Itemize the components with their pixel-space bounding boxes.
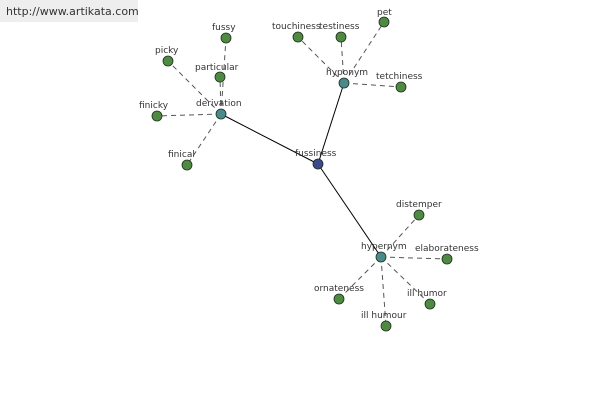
node-distemper[interactable] <box>413 209 425 221</box>
node-elaborateness[interactable] <box>441 253 453 265</box>
label-pet[interactable]: pet <box>377 8 392 18</box>
edge-hypernym-ornateness <box>338 256 382 300</box>
label-picky[interactable]: picky <box>155 46 179 56</box>
node-testiness[interactable] <box>335 31 347 43</box>
label-ill-humour[interactable]: ill humour <box>361 311 407 321</box>
source-banner: http://www.artikata.com <box>0 0 139 22</box>
edge-hypernym-distemper <box>380 214 420 258</box>
label-fussy[interactable]: fussy <box>212 23 236 33</box>
label-distemper[interactable]: distemper <box>396 200 442 210</box>
label-finical[interactable]: finical <box>168 150 195 160</box>
label-derivation[interactable]: derivation <box>196 99 242 109</box>
edge-fussiness-hyponym <box>317 82 345 165</box>
edge-hyponym-touchiness <box>297 36 345 84</box>
graph-labels: fussiness derivation hyponym hypernym fussy p… <box>139 8 479 321</box>
edge-derivation-finicky <box>156 113 222 117</box>
edge-hypernym-ill-humor <box>380 256 431 305</box>
node-touchiness[interactable] <box>292 31 304 43</box>
label-hyponym[interactable]: hyponym <box>326 68 368 78</box>
node-fussiness[interactable] <box>312 158 324 170</box>
node-derivation[interactable] <box>215 108 227 120</box>
node-hyponym[interactable] <box>338 77 350 89</box>
edge-hypernym-ill-humour <box>380 256 387 327</box>
edge-derivation-particular <box>219 76 222 115</box>
edge-fussiness-hypernym <box>317 163 382 258</box>
node-ill-humor[interactable] <box>424 298 436 310</box>
node-finicky[interactable] <box>151 110 163 122</box>
node-ornateness[interactable] <box>333 293 345 305</box>
label-ornateness[interactable]: ornateness <box>314 284 364 294</box>
node-fussy[interactable] <box>220 32 232 44</box>
label-fussiness[interactable]: fussiness <box>295 149 337 159</box>
node-particular[interactable] <box>214 71 226 83</box>
node-pet[interactable] <box>378 16 390 28</box>
edge-fussiness-derivation <box>220 113 319 165</box>
edge-derivation-finical <box>186 113 222 166</box>
edge-hypernym-elaborateness <box>380 256 448 260</box>
node-ill-humour[interactable] <box>380 320 392 332</box>
edge-hyponym-tetchiness <box>343 82 402 88</box>
label-touchiness[interactable]: touchiness <box>272 22 321 32</box>
graph-edges <box>156 21 448 327</box>
label-ill-humor[interactable]: ill humor <box>407 289 447 299</box>
node-hypernym[interactable] <box>375 251 387 263</box>
node-tetchiness[interactable] <box>395 81 407 93</box>
edge-hyponym-pet <box>343 21 385 84</box>
edge-derivation-picky <box>167 60 222 115</box>
node-picky[interactable] <box>162 55 174 67</box>
label-hypernym[interactable]: hypernym <box>361 242 407 252</box>
label-testiness[interactable]: testiness <box>319 22 360 32</box>
label-elaborateness[interactable]: elaborateness <box>415 244 479 254</box>
label-finicky[interactable]: finicky <box>139 101 169 111</box>
label-tetchiness[interactable]: tetchiness <box>376 72 423 82</box>
node-finical[interactable] <box>181 159 193 171</box>
edge-hyponym-testiness <box>340 36 345 84</box>
graph-nodes <box>151 16 453 332</box>
source-url-link[interactable]: http://www.artikata.com <box>6 5 139 18</box>
label-particular[interactable]: particular <box>195 63 239 73</box>
